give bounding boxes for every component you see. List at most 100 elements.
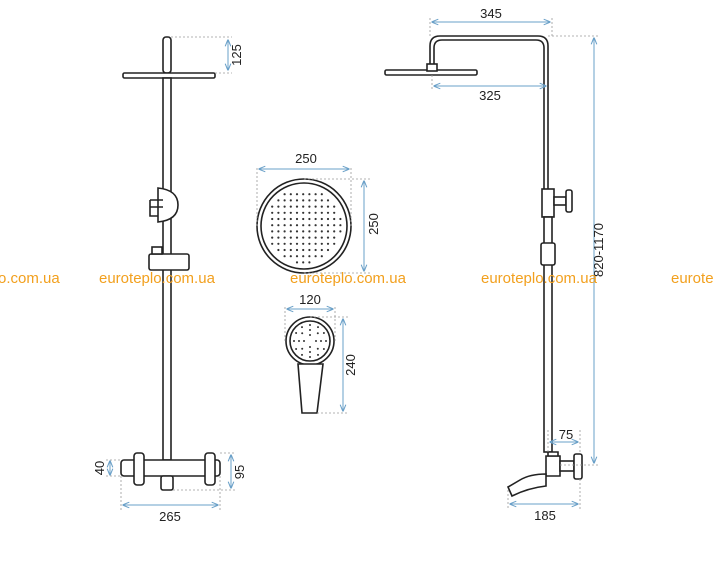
rain-nozzle-dot: [314, 205, 317, 208]
rain-nozzle-dot: [314, 248, 317, 252]
rain-nozzle-dot: [302, 261, 305, 264]
side-mixer-body: [545, 455, 561, 477]
rain-nozzle-dot: [314, 255, 317, 258]
hand-nozzle-dot: [301, 326, 303, 329]
watermark-fragment-right: eurote: [671, 270, 714, 287]
rain-head-ext-height: [304, 178, 370, 274]
rain-nozzle-dot: [320, 230, 323, 233]
rain-nozzle-dot: [326, 224, 330, 227]
hand-nozzle-dot: [317, 353, 319, 356]
rain-nozzle-dot: [326, 230, 330, 233]
side-mixer-handle-cap: [573, 453, 583, 480]
rain-nozzle-dot: [295, 211, 299, 214]
hand-nozzle-dot: [320, 340, 322, 342]
rain-nozzle-dot: [320, 255, 323, 258]
rain-nozzle-dot: [308, 217, 311, 221]
hand-nozzle-dot: [293, 340, 295, 342]
rain-nozzle-dot: [289, 205, 292, 208]
hand-nozzle-dot: [301, 332, 304, 335]
rain-nozzle-dot: [271, 217, 274, 221]
rain-nozzle-dot: [339, 224, 342, 227]
rain-nozzle-dot: [295, 255, 299, 258]
rain-nozzle-dot: [295, 236, 299, 239]
front-dim-40-label: 40: [92, 461, 107, 475]
hand-nozzle-dot: [309, 351, 311, 353]
rain-nozzle-dot: [314, 242, 317, 245]
rain-nozzle-dot: [289, 217, 292, 221]
watermark-1: euroteplo.com.ua: [99, 270, 216, 287]
rain-nozzle-dot: [271, 236, 274, 239]
rain-nozzle-dot: [271, 242, 274, 245]
rain-nozzle-dot: [339, 217, 342, 221]
hand-nozzle-dot: [298, 340, 300, 342]
hand-shower-view: 120 240: [284, 292, 358, 414]
side-diverter: [541, 188, 555, 218]
hand-shower-ext-width: [284, 306, 336, 341]
side-ext-185: [507, 479, 581, 510]
rain-nozzle-dot: [289, 230, 292, 233]
rain-nozzle-dot: [326, 199, 330, 202]
rain-nozzle-dot: [295, 248, 299, 252]
hand-shower-nozzles: [293, 324, 327, 358]
rain-nozzle-dot: [333, 224, 336, 227]
rain-nozzle-dot: [326, 217, 330, 221]
rain-nozzle-dot: [320, 193, 323, 196]
watermark-2: euroteplo.com.ua: [290, 270, 407, 287]
rain-nozzle-dot: [308, 211, 311, 214]
front-holder-lever: [149, 199, 163, 217]
rain-nozzle-dot: [314, 193, 317, 196]
rain-nozzle-dot: [295, 217, 299, 221]
rain-nozzle-dot: [308, 236, 311, 239]
hand-nozzle-dot: [303, 340, 305, 342]
rain-nozzle-dot: [302, 236, 305, 239]
side-overhead-arm-inner: [433, 39, 545, 190]
rain-nozzle-dot: [283, 255, 286, 258]
rain-nozzle-dot: [283, 242, 286, 245]
rain-nozzle-dot: [271, 224, 274, 227]
rain-nozzle-dot: [302, 224, 305, 227]
rain-nozzle-dot: [320, 217, 323, 221]
side-mixer-handle: [559, 460, 575, 472]
rain-nozzle-dot: [314, 199, 317, 202]
rain-nozzle-dot: [277, 224, 280, 227]
rain-nozzle-dot: [295, 193, 299, 196]
rain-nozzle-dot: [314, 211, 317, 214]
rain-nozzle-dot: [277, 199, 280, 202]
rain-nozzle-dot: [302, 205, 305, 208]
side-diverter-cap: [565, 189, 573, 213]
hand-nozzle-dot: [316, 332, 319, 335]
hand-nozzle-dot: [295, 348, 298, 350]
rain-head-ext-width: [256, 168, 352, 226]
rain-nozzle-dot: [308, 261, 311, 264]
rain-nozzle-dot: [314, 230, 317, 233]
rain-nozzle-dot: [302, 248, 305, 252]
rain-nozzle-dot: [283, 248, 286, 252]
front-mixer-handle-left: [133, 452, 145, 486]
rain-nozzle-dot: [295, 205, 299, 208]
rain-nozzle-dot: [271, 211, 274, 214]
rain-nozzle-dot: [289, 255, 292, 258]
hand-shower-dim-length-label: 240: [343, 354, 358, 376]
rain-nozzle-dot: [339, 230, 342, 233]
rain-nozzle-dot: [320, 211, 323, 214]
rain-nozzle-dot: [320, 242, 323, 245]
rain-nozzle-dot: [283, 211, 286, 214]
rain-nozzle-dot: [320, 224, 323, 227]
rain-nozzle-dot: [277, 205, 280, 208]
rain-nozzle-dot: [289, 248, 292, 252]
front-ext-40: [106, 459, 121, 477]
hand-shower-ring: [289, 320, 331, 362]
rain-nozzle-dot: [308, 230, 311, 233]
rain-nozzle-dot: [302, 242, 305, 245]
rain-nozzle-dot: [314, 236, 317, 239]
side-rain-head-neck: [426, 63, 438, 72]
rain-nozzle-dot: [271, 230, 274, 233]
front-view: 125 40 95 265: [92, 36, 247, 524]
front-holder-knob: [157, 187, 179, 223]
rain-nozzle-dot: [277, 217, 280, 221]
rain-nozzle-dot: [320, 236, 323, 239]
hand-nozzle-dot: [309, 356, 311, 358]
rain-nozzle-dot: [289, 242, 292, 245]
rain-nozzle-dot: [295, 242, 299, 245]
